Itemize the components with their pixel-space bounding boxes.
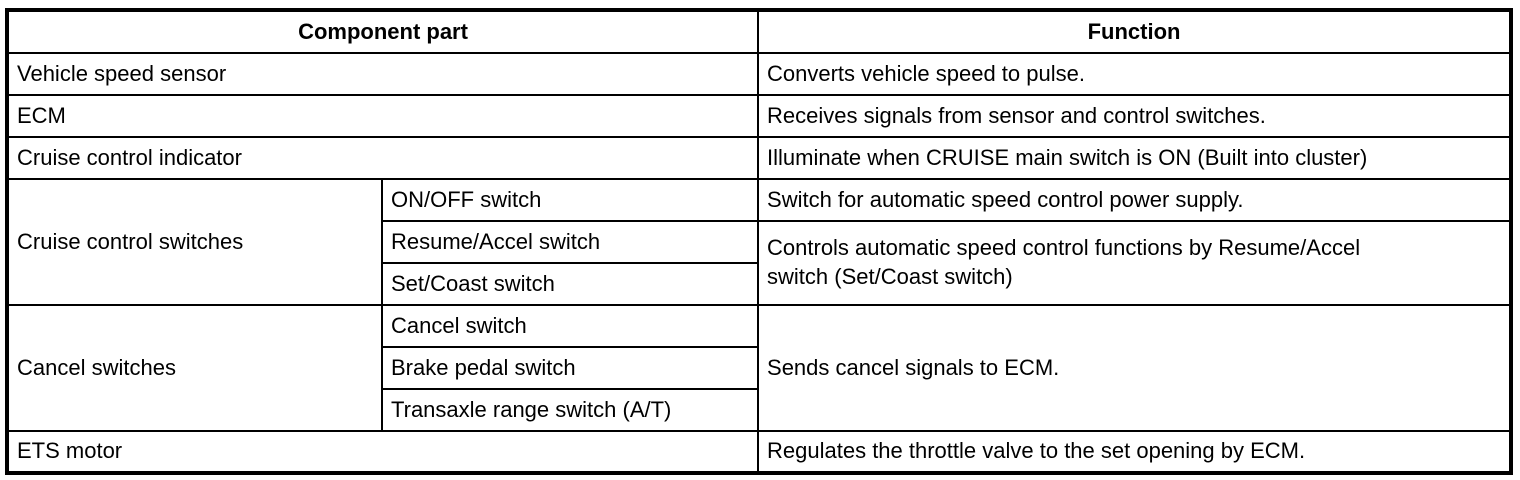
cell-sub-on-off-switch: ON/OFF switch bbox=[380, 178, 760, 222]
cell-sub-brake-pedal-switch: Brake pedal switch bbox=[380, 346, 760, 390]
table-row-ets-motor: ETS motor Regulates the throttle valve t… bbox=[5, 430, 1513, 474]
cell-function-ets-motor: Regulates the throttle valve to the set … bbox=[757, 430, 1513, 474]
header-function: Function bbox=[757, 9, 1513, 54]
component-function-table: Component part Function Vehicle speed se… bbox=[5, 8, 1514, 475]
cell-component-cruise-control-switches: Cruise control switches bbox=[6, 178, 383, 306]
cell-function-cruise-control-indicator: Illuminate when CRUISE main switch is ON… bbox=[757, 136, 1513, 180]
table-row-cancel-switch: Cancel switches Cancel switch Sends canc… bbox=[6, 304, 1513, 432]
table-row-on-off-switch: Cruise control switches ON/OFF switch Sw… bbox=[6, 178, 1513, 306]
cell-sub-transaxle-range-switch: Transaxle range switch (A/T) bbox=[380, 388, 760, 432]
cell-sub-cancel-switch: Cancel switch bbox=[380, 304, 760, 348]
cell-function-vehicle-speed-sensor: Converts vehicle speed to pulse. bbox=[757, 52, 1513, 96]
table-row-transaxle-range-switch: Transaxle range switch (A/T) bbox=[7, 388, 1511, 432]
cell-function-on-off-switch: Switch for automatic speed control power… bbox=[757, 178, 1513, 222]
header-component-part: Component part bbox=[5, 9, 760, 54]
cell-function-resume-accel-set-coast: Controls automatic speed control functio… bbox=[757, 220, 1513, 306]
table-row-brake-pedal-switch: Brake pedal switch bbox=[7, 346, 1511, 390]
component-function-table-container: Component part Function Vehicle speed se… bbox=[5, 8, 1514, 475]
table-row-resume-accel-switch: Resume/Accel switch Controls automatic s… bbox=[7, 220, 1513, 306]
cell-component-cruise-control-indicator: Cruise control indicator bbox=[5, 136, 760, 180]
cell-component-ecm: ECM bbox=[5, 94, 760, 138]
table-row-cruise-control-indicator: Cruise control indicator Illuminate when… bbox=[5, 136, 1513, 180]
function-text-line1: Controls automatic speed control functio… bbox=[767, 235, 1361, 261]
cell-component-cancel-switches: Cancel switches bbox=[6, 304, 383, 432]
cell-component-ets-motor: ETS motor bbox=[5, 430, 760, 474]
table-row-ecm: ECM Receives signals from sensor and con… bbox=[5, 94, 1513, 138]
cell-function-cancel-switches: Sends cancel signals to ECM. bbox=[757, 304, 1513, 432]
table-row-vehicle-speed-sensor: Vehicle speed sensor Converts vehicle sp… bbox=[5, 52, 1513, 96]
function-text-line2: switch (Set/Coast switch) bbox=[767, 264, 1013, 289]
cell-sub-resume-accel-switch: Resume/Accel switch bbox=[380, 220, 760, 264]
cell-component-vehicle-speed-sensor: Vehicle speed sensor bbox=[5, 52, 760, 96]
cell-sub-set-coast-switch: Set/Coast switch bbox=[380, 262, 760, 306]
header-row: Component part Function bbox=[5, 9, 1513, 54]
table-row-set-coast-switch: Set/Coast switch bbox=[7, 262, 1511, 306]
cell-function-ecm: Receives signals from sensor and control… bbox=[757, 94, 1513, 138]
